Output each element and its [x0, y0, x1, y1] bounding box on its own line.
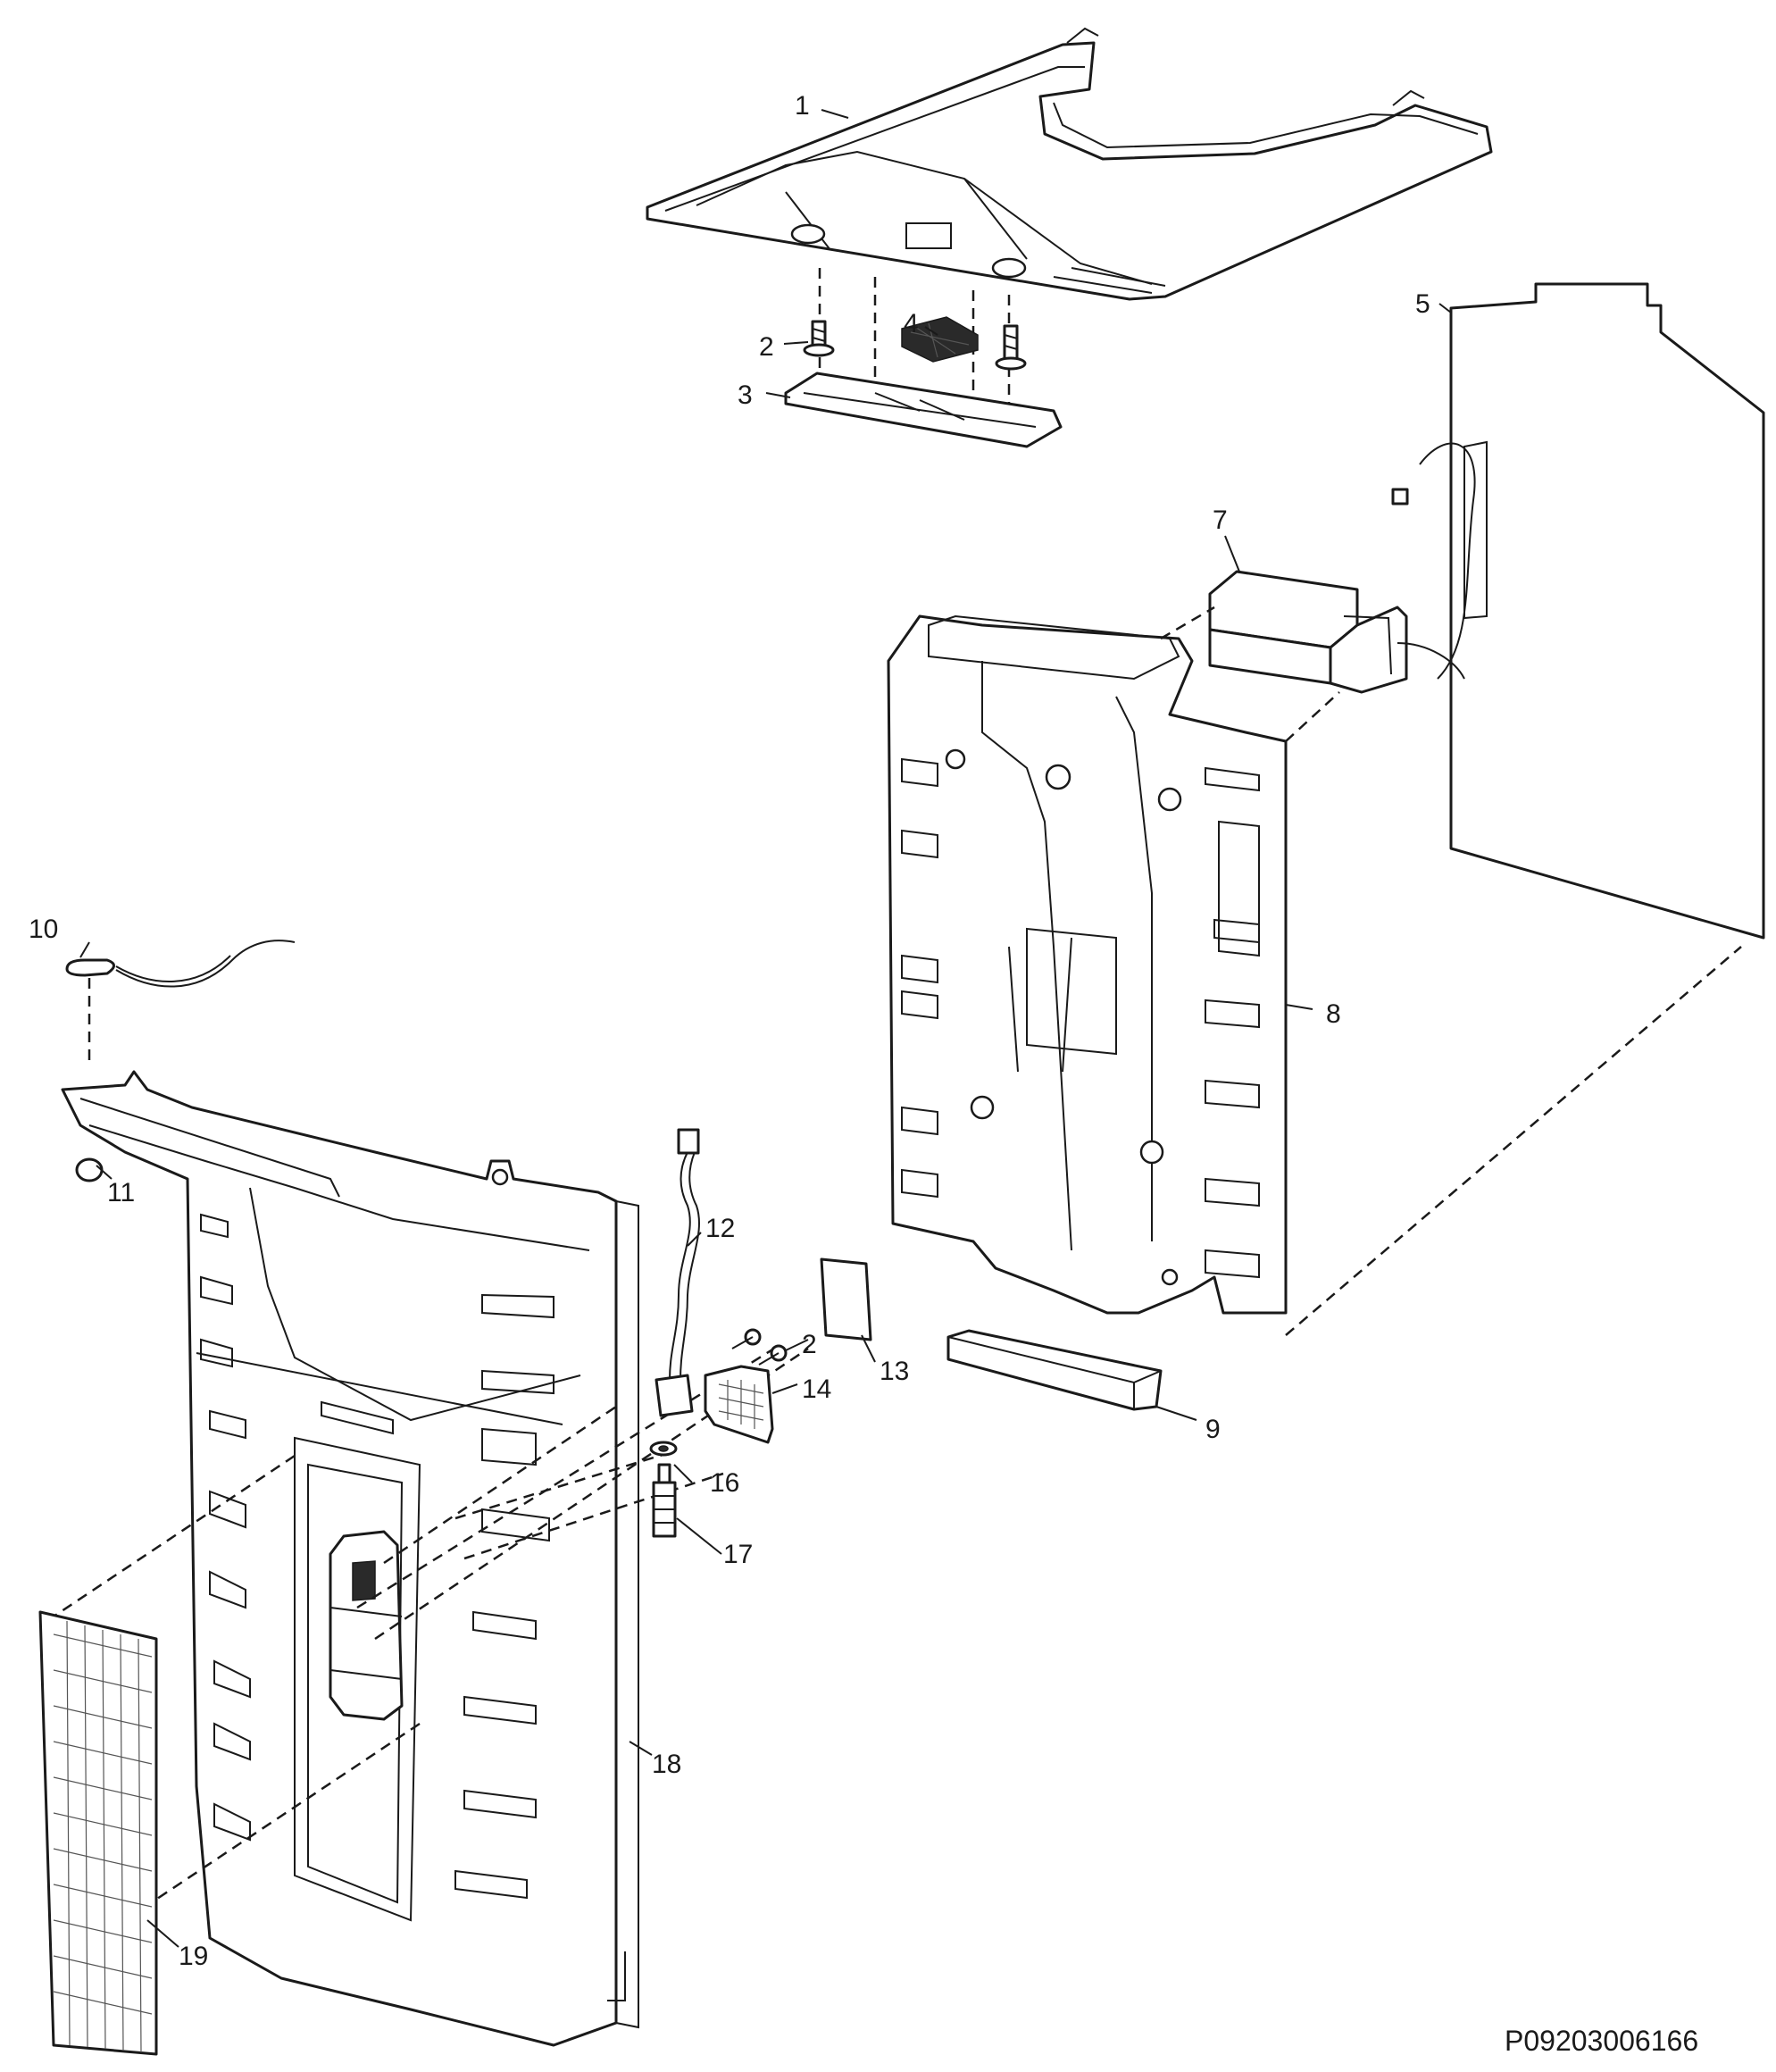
- callout-8: 8: [1326, 999, 1341, 1029]
- part-4-control-chip: [901, 316, 979, 363]
- callout-18: 18: [652, 1750, 681, 1779]
- part-5-rear-panel: [1391, 282, 1765, 940]
- callout-2b: 2: [802, 1330, 817, 1359]
- part-17-plunger: [652, 1463, 677, 1538]
- part-2-screw-left: [803, 320, 835, 357]
- leader-lines: [79, 109, 1452, 1948]
- part-9-bottom-strip: [946, 1329, 1163, 1411]
- callout-9: 9: [1205, 1415, 1221, 1444]
- callout-2a: 2: [759, 332, 774, 362]
- callout-14: 14: [802, 1374, 831, 1404]
- callout-4: 4: [904, 309, 919, 338]
- callout-5: 5: [1415, 289, 1430, 319]
- part-2-screw-lower-a: [731, 1328, 762, 1349]
- part-2-screw-right: [995, 324, 1027, 371]
- assembly-lines-rear: [1160, 606, 1742, 1336]
- reference-code: P09203006166: [1505, 2025, 1698, 2057]
- callout-labels: 1 2 3 4 5 7 8 9 10 11 12 2 13 14 16 17 1…: [29, 91, 1430, 1971]
- part-8-rear-housing: [887, 614, 1288, 1315]
- callout-19: 19: [179, 1942, 208, 1971]
- callout-7: 7: [1213, 505, 1228, 535]
- part-10-sensor-wire: [65, 940, 296, 1067]
- part-12-wire-harness: [655, 1128, 700, 1417]
- callout-13: 13: [880, 1357, 909, 1386]
- callout-1: 1: [795, 91, 810, 121]
- part-2-screw-lower-b: [758, 1344, 788, 1366]
- part-13-label-sheet: [820, 1257, 872, 1341]
- part-7-module-box: [1208, 570, 1465, 694]
- part-11-cap: [75, 1157, 104, 1182]
- part-16-washer: [649, 1441, 678, 1457]
- part-19-filter-panel: [38, 1610, 158, 2056]
- part-3-mounting-plate: [784, 372, 1063, 448]
- callout-3: 3: [738, 380, 753, 410]
- callout-16: 16: [710, 1468, 739, 1498]
- callout-11: 11: [107, 1178, 135, 1207]
- callout-12: 12: [705, 1214, 735, 1243]
- part-14-bracket: [704, 1365, 774, 1444]
- part-1-top-frame: [646, 27, 1493, 301]
- callout-10: 10: [29, 915, 58, 944]
- callout-17: 17: [723, 1540, 753, 1569]
- part-18-front-housing: [61, 1070, 639, 2047]
